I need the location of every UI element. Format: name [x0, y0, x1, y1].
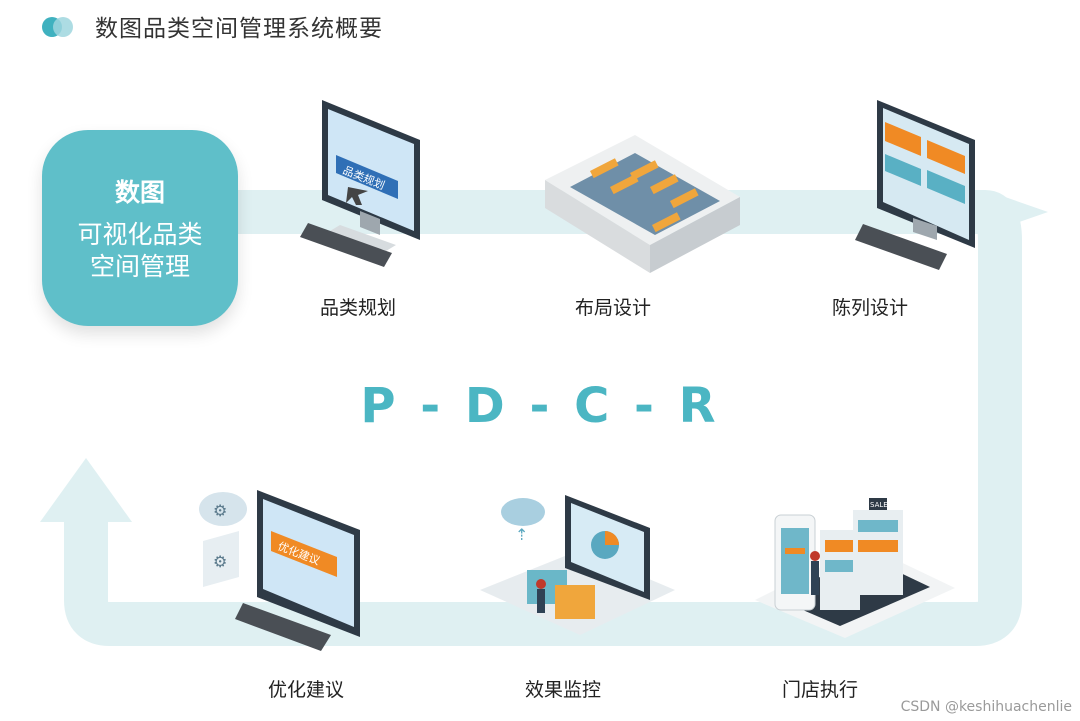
svg-text:⚙: ⚙ [213, 501, 227, 520]
svg-text:⇡: ⇡ [515, 525, 528, 544]
display-design-monitor-icon [855, 100, 975, 270]
step-label-category-planning: 品类规划 [319, 297, 396, 319]
hub-subtitle-line2: 空间管理 [89, 252, 190, 281]
hub-subtitle-line1: 可视化品类 [77, 220, 203, 249]
step-label-layout-design: 布局设计 [574, 297, 651, 319]
optimization-suggestion-monitor-icon: ⚙ ⚙ 优化建议 [199, 490, 360, 651]
effect-monitoring-icon: ⇡ [480, 495, 675, 635]
step-label-effect-monitoring: 效果监控 [524, 679, 601, 701]
store-layout-floorplan-icon [545, 135, 740, 273]
hub-title: 数图 [114, 178, 165, 207]
page-header: 数图品类空间管理系统概要 [42, 10, 383, 42]
system-hub-card: 数图 可视化品类 空间管理 [42, 130, 238, 326]
svg-text:SALE: SALE [870, 501, 888, 509]
category-planning-monitor-icon: 品类规划 [300, 100, 420, 267]
cycle-arrow-head [40, 458, 132, 522]
pdcr-cycle-label: P - D - C - R [360, 378, 720, 434]
step-label-store-execution: 门店执行 [781, 679, 858, 701]
store-execution-icon: SALE [755, 498, 955, 638]
svg-text:⚙: ⚙ [213, 552, 227, 571]
step-label-optimization: 优化建议 [267, 679, 344, 701]
watermark: CSDN @keshihuachenlie [900, 699, 1072, 715]
header-bullet-icon [42, 15, 78, 37]
step-label-display-design: 陈列设计 [831, 297, 908, 319]
page-title: 数图品类空间管理系统概要 [95, 16, 383, 42]
